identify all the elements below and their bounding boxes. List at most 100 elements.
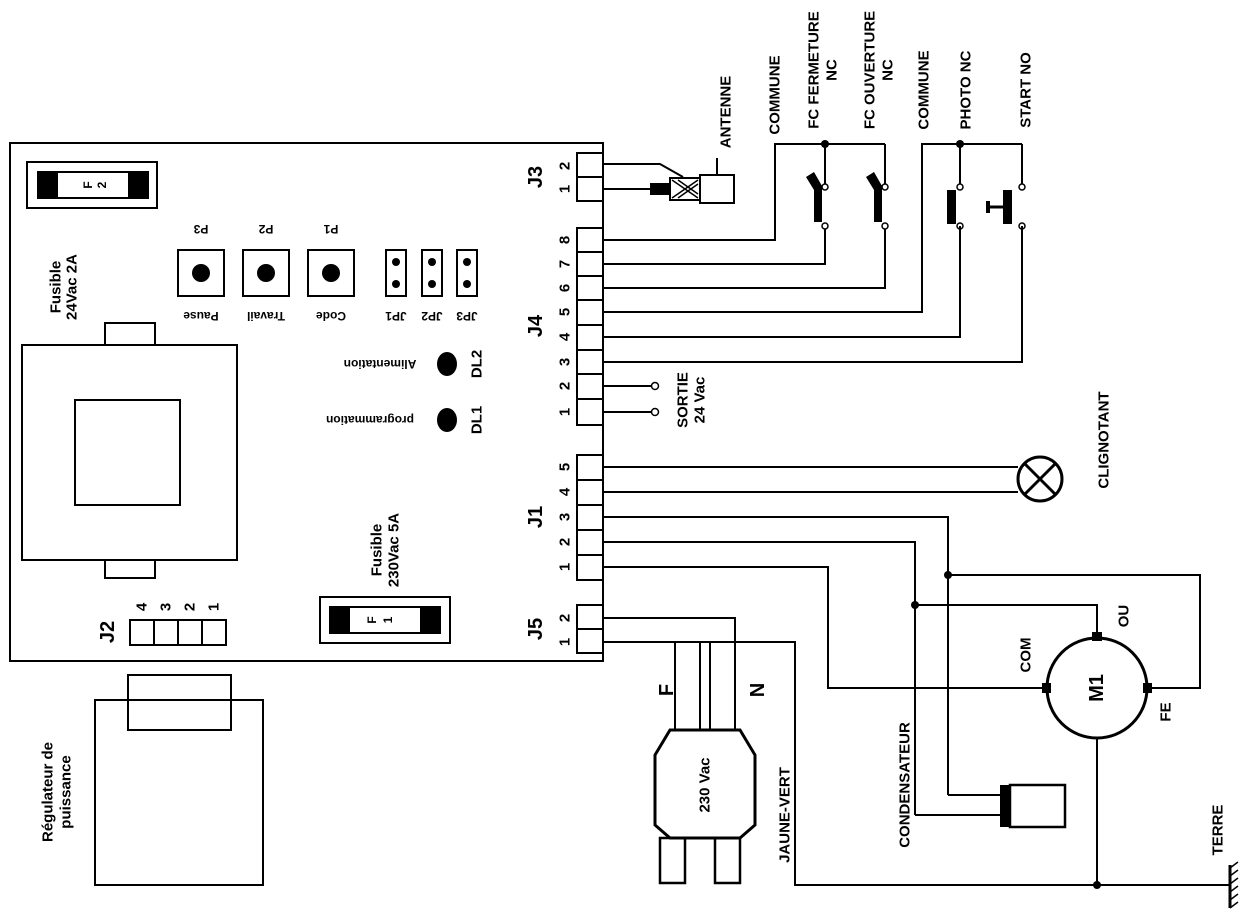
- jumper-jp3: JP3: [456, 249, 478, 323]
- regulator-label-2: puissance: [58, 755, 75, 828]
- connector-j3-name: J3: [525, 166, 547, 188]
- connector-j4-pin-3: 3: [557, 358, 574, 366]
- connector-j1-pin-3: 3: [557, 513, 574, 521]
- connector-j1: 5 4 3 2 1 J1: [525, 454, 604, 581]
- connector-j4: 8 7 6 5 4 3 2 1 J4: [525, 227, 604, 426]
- sortie-label-2: 24 Vac: [692, 377, 709, 424]
- commune-2-label: COMMUNE: [916, 50, 933, 129]
- sortie-label-1: SORTIE: [675, 372, 692, 428]
- connector-j1-pin-5: 5: [557, 463, 574, 471]
- fuse-f2-label-2: 24Vac 2A: [64, 254, 81, 320]
- connector-j1-pin-4: 4: [557, 487, 574, 496]
- jumper-jp2-label: JP2: [421, 309, 443, 323]
- antenna-label: ANTENNE: [718, 76, 735, 149]
- led-dl1-caption: programmation: [326, 413, 414, 427]
- connector-j4-pin-1: 1: [557, 408, 574, 416]
- connector-j3-pin-1: 1: [557, 185, 574, 193]
- led-dl1: programmation DL1: [326, 406, 486, 434]
- fc-ouverture-label-1: FC OUVERTURE: [862, 11, 879, 129]
- connector-j4-pin-6: 6: [557, 284, 574, 292]
- photo-label: PHOTO NC: [958, 50, 975, 129]
- led-dl2-caption: Alimentation: [344, 357, 417, 371]
- fc-ouverture-label-2: NC: [880, 59, 897, 81]
- connector-j2-pin-3: 3: [158, 603, 175, 611]
- fuse-f2-num: 2: [95, 181, 109, 188]
- fc-fermeture-label-1: FC FERMETURE: [806, 11, 823, 129]
- connector-j1-name: J1: [525, 506, 547, 528]
- button-p3-id: P3: [193, 222, 208, 236]
- connector-j2-pin-2: 2: [182, 603, 199, 611]
- output-24vac-wiring: [603, 381, 660, 417]
- mains-wiring: [603, 617, 1230, 889]
- condensateur-label: CONDENSATEUR: [897, 722, 914, 848]
- connector-j4-pin-5: 5: [557, 308, 574, 316]
- connector-j5-name: J5: [525, 618, 547, 640]
- neutral-n-label: N: [747, 683, 769, 697]
- fuse-f1-num: 1: [381, 616, 395, 623]
- connector-j4-pin-4: 4: [557, 332, 574, 341]
- antenna-wiring: [603, 158, 735, 204]
- phase-f-label: F: [656, 684, 678, 696]
- fuse-f1: F 1: [319, 596, 451, 644]
- jumper-jp1: JP1: [385, 249, 407, 323]
- power-regulator: [94, 674, 264, 886]
- connector-j4-pin-8: 8: [557, 236, 574, 244]
- commune-1-label: COMMUNE: [767, 55, 784, 134]
- connector-j2-name: J2: [97, 621, 119, 643]
- button-p1-caption: Code: [316, 309, 346, 323]
- fuse-f1-label-1: Fusible: [369, 524, 386, 577]
- clignotant-label: CLIGNOTANT: [1096, 391, 1113, 488]
- connector-j5: 2 1 J5: [525, 604, 604, 654]
- connector-j2: 4 3 2 1 J2: [97, 602, 227, 646]
- connector-j4-pin-2: 2: [557, 382, 574, 390]
- button-p3: P3 Pause: [177, 222, 225, 323]
- fc-fermeture-label-2: NC: [824, 59, 841, 81]
- connector-j4-pin-7: 7: [557, 260, 574, 268]
- connector-j3: 2 1 J3: [525, 152, 604, 202]
- led-dl2-id: DL2: [469, 350, 486, 378]
- terre-label: TERRE: [1210, 805, 1227, 856]
- connector-j5-pin-2: 2: [557, 614, 574, 622]
- motor-fe-label: FE: [1158, 702, 1175, 721]
- motor-m1: M1: [1042, 632, 1152, 740]
- connector-j1-pin-1: 1: [557, 563, 574, 571]
- button-p2: P2 Travail: [242, 222, 290, 323]
- button-p3-caption: Pause: [183, 309, 219, 323]
- fuse-f2-mark: F: [81, 181, 95, 188]
- motor-label: M1: [1086, 674, 1108, 702]
- connector-j5-pin-1: 1: [557, 638, 574, 646]
- regulator-label-1: Régulateur de: [40, 742, 57, 842]
- control-board: [9, 142, 604, 662]
- earth-symbol: [1228, 861, 1239, 909]
- transformer: [21, 322, 238, 579]
- button-p2-caption: Travail: [247, 309, 285, 323]
- clignotant-lamp: [603, 455, 1064, 503]
- motor-wiring: [603, 516, 1201, 885]
- fuse-f1-mark: F: [365, 616, 379, 623]
- jumper-jp3-label: JP3: [456, 309, 478, 323]
- mains-plug: 230 Vac: [653, 728, 757, 885]
- fuse-f2: F 2: [26, 161, 158, 209]
- connector-j1-pin-2: 2: [557, 538, 574, 546]
- motor-com-label: COM: [1018, 638, 1035, 673]
- connector-j4-name: J4: [525, 314, 547, 337]
- connector-j3-pin-2: 2: [557, 162, 574, 170]
- jaune-vert-label: JAUNE-VERT: [777, 767, 794, 863]
- button-p2-id: P2: [258, 222, 273, 236]
- fuse-f2-label-1: Fusible: [48, 261, 65, 314]
- capacitor: [1000, 783, 1067, 829]
- start-label: START NO: [1018, 52, 1035, 128]
- led-dl2: Alimentation DL2: [344, 350, 486, 378]
- button-p1: P1 Code: [307, 222, 355, 323]
- limit-switch-wiring: [603, 140, 889, 289]
- button-p1-id: P1: [323, 222, 338, 236]
- plug-label: 230 Vac: [697, 757, 714, 812]
- jumper-jp2: JP2: [421, 249, 443, 323]
- connector-j2-pin-1: 1: [206, 603, 223, 611]
- fuse-f1-label-2: 230Vac 5A: [386, 513, 403, 587]
- jumper-jp1-label: JP1: [385, 309, 407, 323]
- led-dl1-id: DL1: [469, 406, 486, 434]
- photo-start-wiring: [603, 140, 1026, 363]
